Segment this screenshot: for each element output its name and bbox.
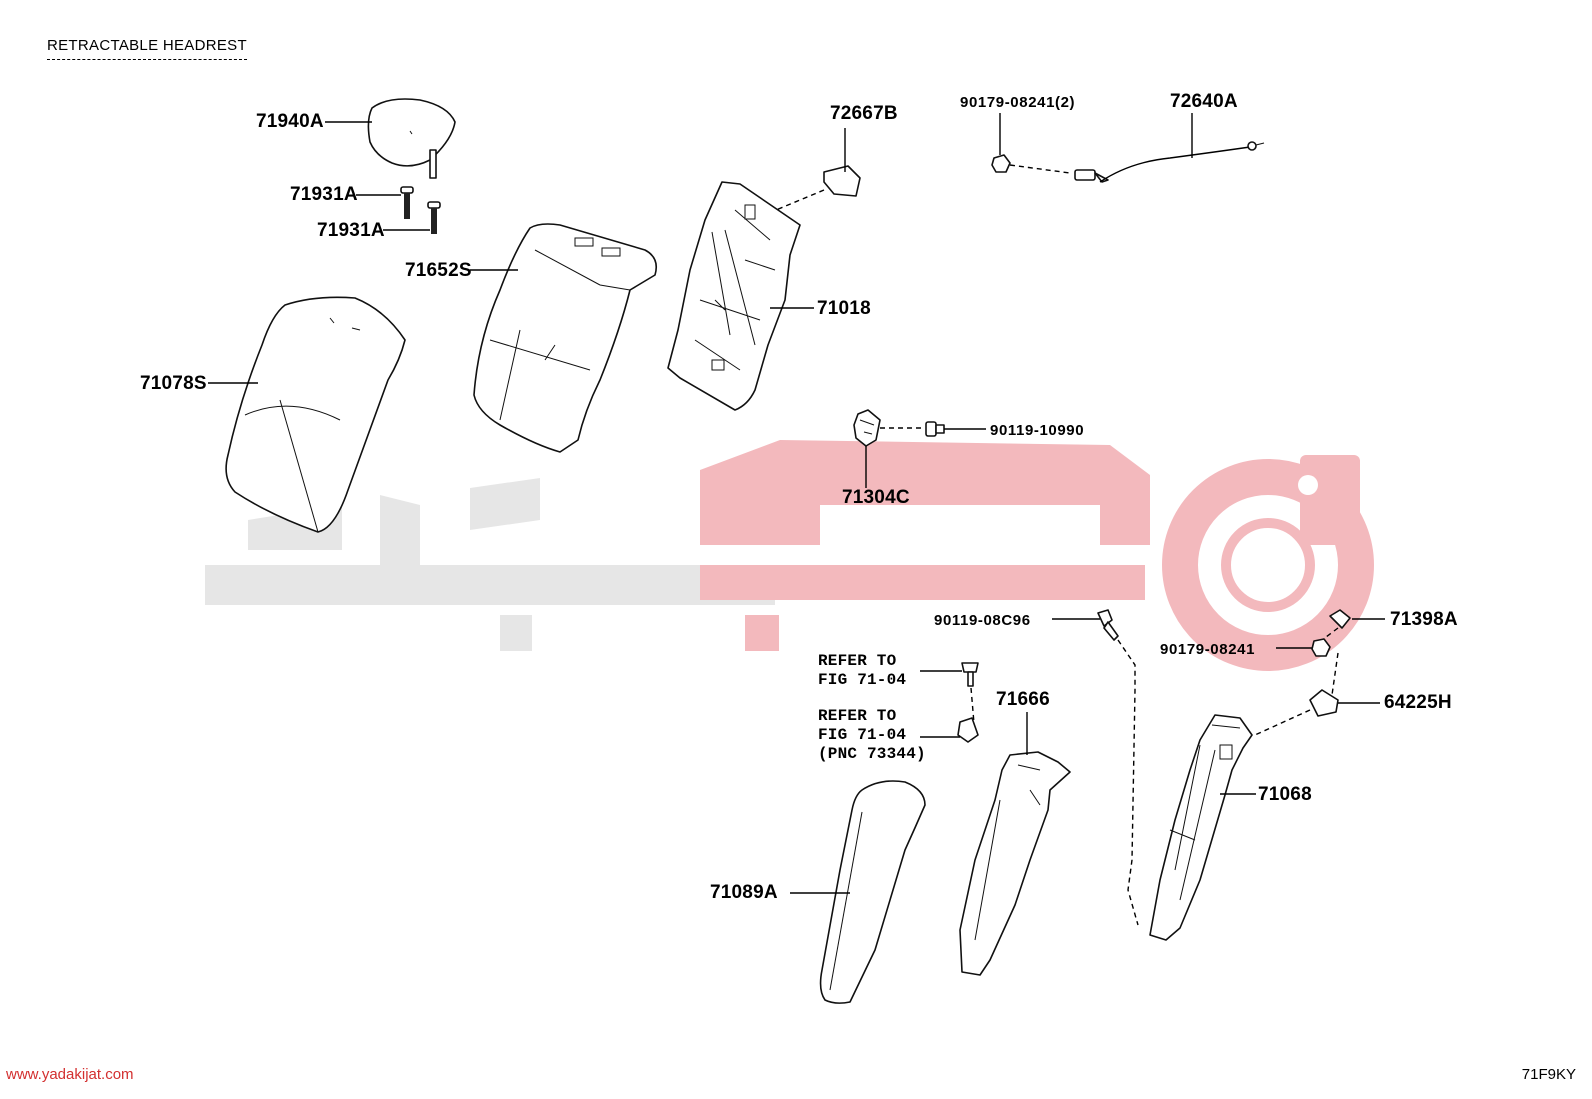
reference-2[interactable]: REFER TO FIG 71-04 (PNC 73344) [818, 707, 926, 764]
label-90119-10990[interactable]: 90119-10990 [990, 422, 1085, 439]
watermark-red-glyph [700, 440, 1150, 545]
reference-1-line1: REFER TO [818, 652, 897, 670]
part-90179-08241-2-nut [991, 154, 1011, 173]
label-71398A[interactable]: 71398A [1390, 609, 1458, 630]
site-url-link[interactable]: www.yadakijat.com [6, 1066, 134, 1083]
label-71666[interactable]: 71666 [996, 689, 1050, 710]
part-71666-cover [959, 751, 1071, 976]
watermark-glyph-2 [380, 495, 420, 575]
watermark-red-bar [700, 565, 1145, 600]
part-refer-pin-1 [961, 662, 979, 687]
part-71068-latch [1149, 714, 1253, 941]
label-71068[interactable]: 71068 [1258, 784, 1312, 805]
dash-nut-cable [1009, 164, 1071, 174]
label-90179-08241-2[interactable]: 90179-08241(2) [960, 94, 1076, 111]
part-64225H-bracket [1309, 689, 1339, 717]
diagram-title: RETRACTABLE HEADREST [47, 37, 247, 60]
part-71398A-clip [1329, 609, 1351, 629]
part-71931A-guide-2 [427, 201, 441, 234]
label-72667B[interactable]: 72667B [830, 103, 898, 124]
dash-71398A [1321, 627, 1339, 641]
label-71018[interactable]: 71018 [817, 298, 871, 319]
label-64225H[interactable]: 64225H [1384, 692, 1452, 713]
part-71940A-headrest [367, 98, 456, 179]
part-71304C-bracket [853, 409, 881, 447]
label-71304C[interactable]: 71304C [842, 487, 910, 508]
part-71089A-trim [819, 780, 926, 1004]
reference-2-line2: FIG 71-04 [818, 726, 907, 744]
part-refer-clip-2 [957, 717, 979, 743]
watermark-gear-hole [1298, 475, 1318, 495]
watermark-red-dot [745, 615, 779, 651]
dash-72667B [775, 189, 825, 211]
dash-64225H [1254, 709, 1311, 736]
label-72640A[interactable]: 72640A [1170, 91, 1238, 112]
label-90119-08C96[interactable]: 90119-08C96 [934, 612, 1031, 629]
watermark-dot [500, 615, 532, 651]
reference-2-line1: REFER TO [818, 707, 897, 725]
watermark-gear-inner [1221, 518, 1315, 612]
watermark-logo [205, 440, 1374, 671]
label-90179-08241[interactable]: 90179-08241 [1160, 641, 1256, 658]
part-71078S-pad [225, 296, 406, 533]
part-90119-08C96-bolt [1097, 609, 1119, 641]
part-72667B-knob [823, 165, 861, 197]
watermark-glyph-3 [470, 478, 540, 530]
label-71089A[interactable]: 71089A [710, 882, 778, 903]
label-71931A-1[interactable]: 71931A [290, 184, 358, 205]
label-71931A-2[interactable]: 71931A [317, 220, 385, 241]
part-71652S-seatback-cover [473, 223, 658, 453]
part-72640A-cable [1074, 141, 1265, 183]
part-90119-10990-bolt [925, 421, 945, 437]
label-71652S[interactable]: 71652S [405, 260, 472, 281]
watermark-bar [205, 565, 775, 605]
part-71931A-guide-1 [400, 186, 414, 219]
label-71078S[interactable]: 71078S [140, 373, 207, 394]
reference-1[interactable]: REFER TO FIG 71-04 [818, 652, 906, 690]
dash-90119-08C96 [1117, 639, 1139, 926]
diagram-code: 71F9KY [1521, 1066, 1576, 1083]
reference-1-line2: FIG 71-04 [818, 671, 907, 689]
label-71940A[interactable]: 71940A [256, 111, 324, 132]
watermark-gear-ring [1162, 459, 1374, 671]
watermark-gear-tab [1300, 455, 1360, 545]
reference-2-line3: (PNC 73344) [818, 745, 926, 763]
part-71018-frame [667, 181, 801, 411]
part-90179-08241-nut [1311, 638, 1331, 657]
